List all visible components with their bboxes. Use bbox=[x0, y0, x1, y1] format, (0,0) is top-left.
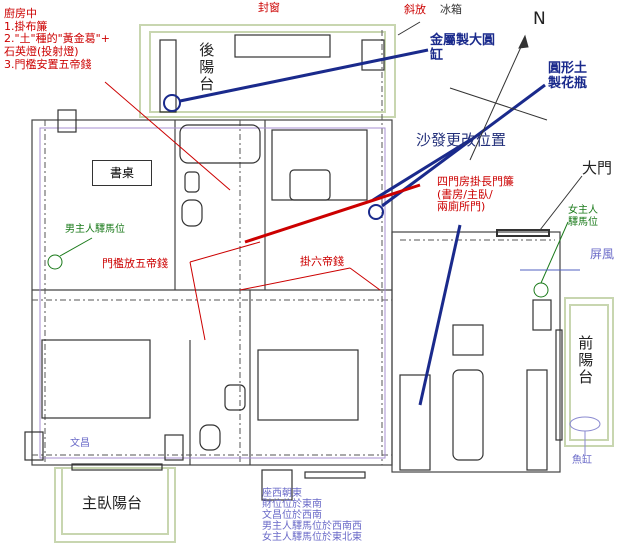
window bbox=[555, 329, 563, 441]
screen-label: 屏風 bbox=[590, 247, 615, 261]
legend-line: 財位位於東南 bbox=[262, 499, 322, 510]
window bbox=[304, 471, 366, 479]
inner-boundary bbox=[39, 127, 386, 459]
back-balcony-outline bbox=[139, 24, 396, 118]
bathtub bbox=[179, 124, 261, 164]
female-post-note: 女主人 驛馬位 bbox=[568, 205, 598, 228]
front-balcony-outline bbox=[564, 297, 614, 447]
back-balcony-label: 後陽台 bbox=[197, 42, 216, 93]
second-bed bbox=[257, 349, 359, 421]
cabinet bbox=[57, 109, 77, 133]
fish-tank-label: 魚缸 bbox=[572, 455, 592, 466]
male-post-marker bbox=[47, 254, 63, 270]
main-door-leader bbox=[539, 175, 583, 231]
legend-line: 女主人驛馬位於東北東 bbox=[262, 532, 362, 543]
metal-vat-note: 金屬製大圓 缸 bbox=[430, 33, 496, 63]
main-door-label: 大門 bbox=[582, 159, 613, 177]
balcony-outlines bbox=[54, 24, 614, 543]
legend-line: 文昌位於西南 bbox=[262, 510, 322, 521]
four-doors-pointer bbox=[244, 183, 421, 244]
sofa bbox=[399, 374, 431, 471]
kitchen-note-pointer bbox=[104, 81, 231, 191]
fish-tank-mark bbox=[569, 416, 601, 432]
fridge-leader bbox=[397, 21, 421, 36]
dining-table bbox=[289, 169, 331, 201]
toilet bbox=[181, 199, 203, 227]
grid-lines bbox=[32, 30, 555, 465]
fridge-label: 冰箱 bbox=[440, 3, 462, 16]
front-balcony-inner-outline bbox=[569, 304, 609, 441]
cabinet bbox=[261, 469, 293, 501]
clay-vase-marker bbox=[368, 204, 384, 220]
cabinet bbox=[164, 434, 184, 461]
tv-cabinet bbox=[526, 369, 548, 471]
female-post-leader bbox=[540, 221, 569, 284]
coffee-table bbox=[452, 369, 484, 461]
living-room-wall-outline bbox=[391, 231, 561, 473]
male-post-note: 男主人驛馬位 bbox=[65, 224, 125, 235]
six-coins-pointer bbox=[349, 267, 381, 291]
furniture bbox=[24, 34, 563, 501]
female-post-marker bbox=[533, 282, 549, 298]
dining-area bbox=[271, 129, 368, 201]
shoe-cabinet bbox=[532, 299, 552, 331]
main-door-symbol bbox=[496, 229, 550, 237]
sofa-move-note: 沙發更改位置 bbox=[416, 131, 507, 149]
back-balcony-inner-outline bbox=[149, 31, 386, 113]
sink bbox=[224, 384, 246, 411]
orientation-legend: 座西朝東財位位於東南文昌位於西南男主人驛馬位於西南西女主人驛馬位於東北東 bbox=[262, 488, 362, 543]
sofa-move-pointer bbox=[418, 224, 462, 406]
inner-boundary-outline bbox=[39, 127, 386, 459]
north-label: N bbox=[533, 9, 546, 29]
kitchen-counter bbox=[234, 34, 331, 58]
threshold-coins-pointer bbox=[189, 241, 261, 263]
seal-window-note: 封窗 bbox=[258, 1, 280, 14]
legend-line: 座西朝東 bbox=[262, 488, 302, 499]
clay-vase-note: 圓形土 製花瓶 bbox=[548, 61, 588, 91]
four-doors-note: 四門房掛長門簾 (書房/主臥/ 兩廁所門) bbox=[437, 175, 514, 214]
threshold-coins-pointer bbox=[189, 261, 206, 341]
cabinet bbox=[24, 431, 44, 461]
master-balcony-label: 主臥陽台 bbox=[82, 494, 143, 512]
fridge-slant-note: 斜放 bbox=[404, 3, 426, 16]
male-post-leader bbox=[59, 237, 93, 257]
six-coins-pointer bbox=[239, 267, 351, 291]
sink bbox=[184, 171, 200, 193]
north-arrow bbox=[449, 34, 548, 161]
sofa-move-pointer bbox=[372, 138, 471, 202]
north-arrow-crossline bbox=[449, 87, 548, 121]
metal-vat-pointer bbox=[179, 48, 429, 103]
walls bbox=[31, 119, 561, 473]
metal-vat-marker bbox=[163, 94, 181, 112]
fridge bbox=[361, 39, 385, 71]
front-balcony-label: 前陽台 bbox=[576, 335, 595, 386]
back-balcony-cabinet bbox=[159, 39, 177, 113]
threshold-coins-note: 門檻放五帝錢 bbox=[102, 257, 168, 270]
kitchen-note: 廚房中 1.掛布簾 2."土"種的"黃金葛"+ 石英燈(投射燈) 3.門檻安置五… bbox=[4, 7, 110, 71]
blue-pointers bbox=[163, 48, 546, 406]
desk-label: 書桌 bbox=[92, 160, 152, 186]
wenchang-label: 文昌 bbox=[70, 438, 90, 449]
window bbox=[71, 463, 163, 471]
toilet bbox=[199, 424, 221, 451]
north-arrow-head bbox=[518, 34, 529, 49]
armchair bbox=[452, 324, 484, 356]
master-balcony-inner-outline bbox=[61, 467, 169, 535]
six-coins-note: 掛六帝錢 bbox=[300, 255, 344, 268]
main-wall-outline bbox=[31, 119, 393, 466]
north-arrow-shaft bbox=[469, 37, 526, 161]
legend-line: 男主人驛馬位於西南西 bbox=[262, 521, 362, 532]
red-pointers bbox=[104, 81, 421, 341]
post-markers bbox=[47, 221, 569, 298]
master-bed bbox=[41, 339, 151, 419]
